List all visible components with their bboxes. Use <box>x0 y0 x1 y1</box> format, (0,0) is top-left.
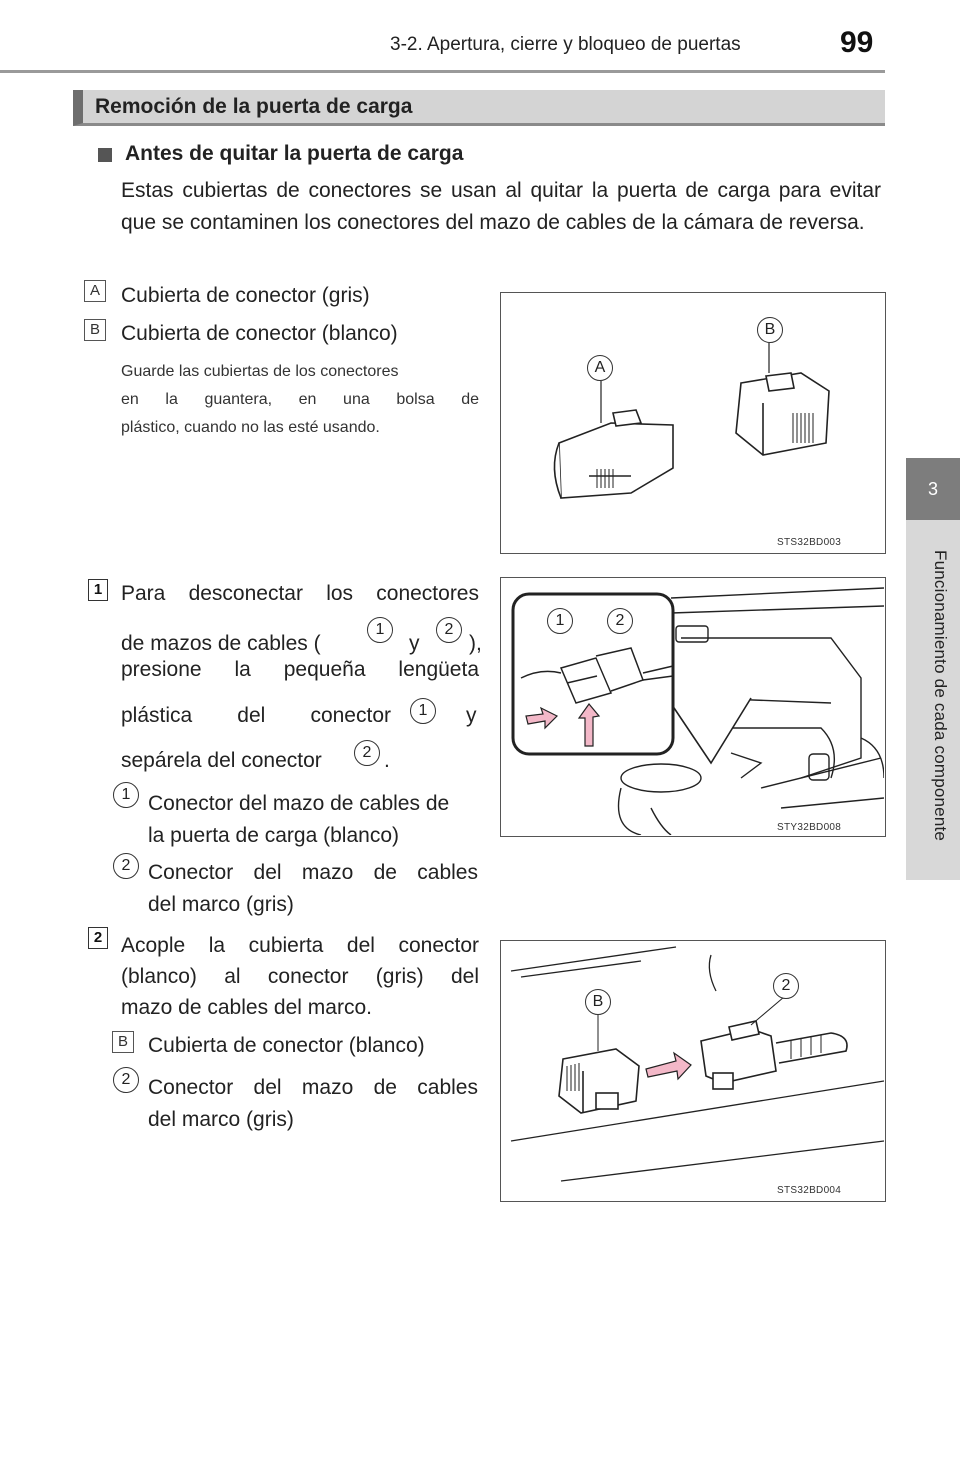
cover-b-label: Cubierta de conector (blanco) <box>121 322 398 345</box>
item2-marker: 2 <box>113 853 139 879</box>
step1-line1: Para desconectar los conectores <box>121 582 479 605</box>
circle-1-marker: 1 <box>410 698 436 724</box>
figure-code: STS32BD004 <box>777 1185 842 1196</box>
item-2-description: Conector del mazo de cables del marco (g… <box>148 1076 478 1131</box>
marker-a: A <box>84 280 106 302</box>
figure-code: STS32BD003 <box>777 537 842 548</box>
step1-line4-pre: plástica del conector <box>121 704 391 727</box>
figure-label-1: 1 <box>547 608 573 634</box>
disconnect-illustration <box>511 587 885 836</box>
step1-line3: presione la pequeña lengüeta <box>121 658 479 681</box>
intro-paragraph: Estas cubiertas de conectores se usan al… <box>121 179 881 234</box>
square-bullet-icon <box>98 148 112 162</box>
marker-b: B <box>84 319 106 341</box>
step-number-2: 2 <box>88 927 108 949</box>
figure-label-2: 2 <box>773 973 799 999</box>
chapter-title: Funcionamiento de cada componente <box>931 550 950 842</box>
header-rule <box>0 70 885 73</box>
figure-label-b: B <box>585 989 611 1015</box>
section-header: Remoción de la puerta de carga <box>73 90 885 126</box>
figure-label-b: B <box>757 317 783 343</box>
cover-a-label: Cubierta de conector (gris) <box>121 284 370 307</box>
step1-line5-pre: sepárela del conector <box>121 749 322 772</box>
attach-cover-illustration <box>510 946 885 1182</box>
step2-instructions: Acople la cubierta del conector (blanco)… <box>121 934 479 1019</box>
item-b-marker: B <box>112 1031 134 1053</box>
figure-attach-cover: B 2 STS32BD004 <box>500 940 886 1202</box>
section-title: Remoción de la puerta de carga <box>95 95 413 118</box>
chapter-tab: 3 <box>906 458 960 520</box>
figure-label-a: A <box>587 355 613 381</box>
step1-line5-post: . <box>384 749 390 772</box>
item-b-description: Cubierta de conector (blanco) <box>148 1034 425 1057</box>
figure-disconnect-connectors: 1 2 STY32BD008 <box>500 577 886 837</box>
step1-line4-post: y <box>466 704 477 727</box>
figure-code: STY32BD008 <box>777 822 842 833</box>
step-number-1: 1 <box>88 579 108 601</box>
connector-covers-illustration <box>553 343 830 499</box>
circle-2-marker: 2 <box>354 740 380 766</box>
storage-note: Guarde las cubiertas de los conectores e… <box>121 363 479 436</box>
chapter-band <box>906 520 960 880</box>
page-number: 99 <box>840 26 874 59</box>
item2-description: Conector del mazo de cables del marco (g… <box>148 861 478 916</box>
circle-1-marker: 1 <box>367 617 393 643</box>
item-2-marker: 2 <box>113 1067 139 1093</box>
step1-line2-post: ), <box>469 632 482 655</box>
step1-line2-pre: de mazos de cables ( <box>121 632 321 655</box>
item1-marker: 1 <box>113 782 139 808</box>
figure-label-2: 2 <box>607 608 633 634</box>
subsection-title: Antes de quitar la puerta de carga <box>125 142 464 165</box>
item1-description: Conector del mazo de cables de la puerta… <box>148 792 450 847</box>
step1-line2-mid: y <box>409 632 420 655</box>
running-header: 3-2. Apertura, cierre y bloqueo de puert… <box>390 34 741 55</box>
figure-connector-covers: A B STS32BD003 <box>500 292 886 554</box>
circle-2-marker: 2 <box>436 617 462 643</box>
